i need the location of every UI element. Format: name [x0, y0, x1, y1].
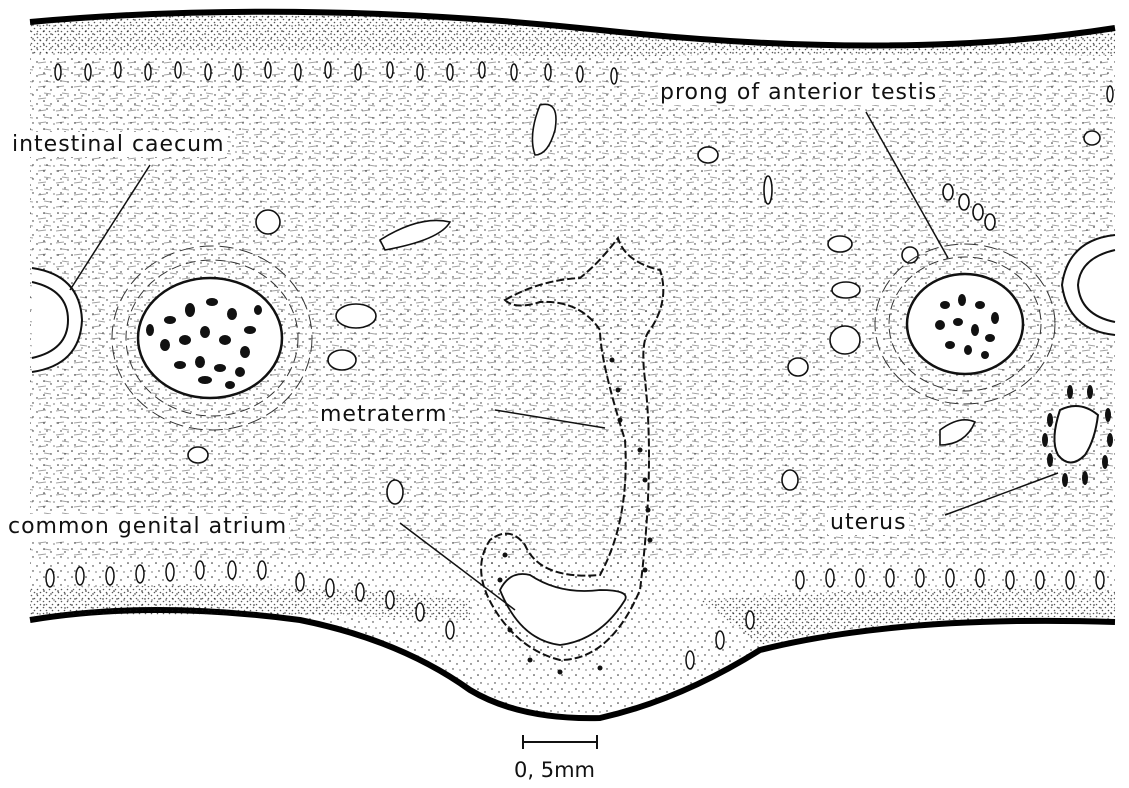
label-metraterm: metraterm: [318, 402, 449, 427]
label-prong-of-anterior-testis: prong of anterior testis: [658, 80, 939, 105]
scale-bar-label: 0, 5mm: [514, 758, 595, 782]
ventral-tegument-right: [700, 589, 1115, 645]
dorsal-tegument: [30, 14, 1115, 58]
label-uterus: uterus: [828, 510, 909, 535]
label-common-genital-atrium: common genital atrium: [6, 514, 289, 539]
label-intestinal-caecum: intestinal caecum: [10, 132, 227, 157]
scale-bar: [523, 735, 597, 749]
